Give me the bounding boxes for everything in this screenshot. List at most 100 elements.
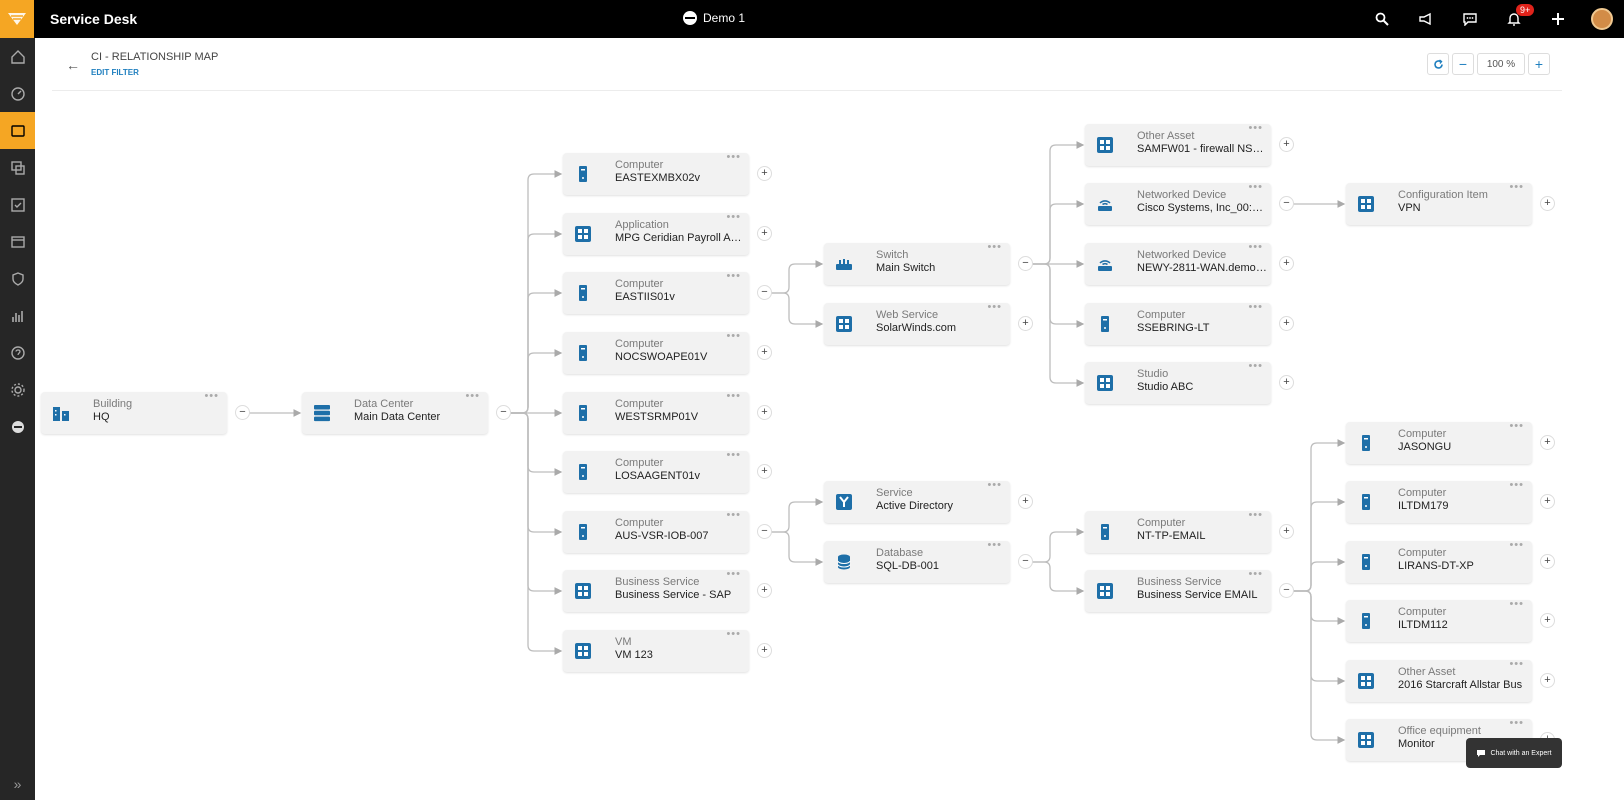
node-menu-icon[interactable]: ••• (726, 211, 741, 223)
expand-node-button[interactable]: + (1279, 256, 1294, 271)
megaphone-icon[interactable] (1404, 0, 1448, 38)
expand-node-button[interactable]: + (1540, 196, 1555, 211)
back-arrow-icon[interactable]: ← (66, 57, 80, 73)
collapse-node-button[interactable]: − (1018, 554, 1033, 569)
expand-node-button[interactable]: + (1279, 137, 1294, 152)
node-menu-icon[interactable]: ••• (1509, 658, 1524, 670)
home-icon[interactable] (0, 38, 35, 75)
node-menu-icon[interactable]: ••• (1509, 598, 1524, 610)
expand-node-button[interactable]: + (1279, 375, 1294, 390)
expand-sidebar-icon[interactable]: » (13, 776, 22, 792)
expand-node-button[interactable]: + (1540, 494, 1555, 509)
expand-node-button[interactable]: + (1018, 494, 1033, 509)
assets-icon[interactable] (0, 149, 35, 186)
account-circle-icon[interactable] (0, 408, 35, 445)
node-menu-icon[interactable]: ••• (1509, 717, 1524, 729)
settings-gear-icon[interactable] (0, 371, 35, 408)
expand-node-button[interactable]: + (1279, 316, 1294, 331)
node-menu-icon[interactable]: ••• (1248, 181, 1263, 193)
collapse-node-button[interactable]: − (1279, 196, 1294, 211)
collapse-node-button[interactable]: − (1279, 583, 1294, 598)
node-menu-icon[interactable]: ••• (1509, 420, 1524, 432)
tickets-icon[interactable] (0, 112, 35, 149)
search-icon[interactable] (1360, 0, 1404, 38)
chat-bubble-icon[interactable] (1448, 0, 1492, 38)
node-menu-icon[interactable]: ••• (726, 270, 741, 282)
node-menu-icon[interactable]: ••• (465, 390, 480, 402)
add-icon[interactable] (1536, 0, 1580, 38)
user-avatar[interactable] (1580, 0, 1624, 38)
node-menu-icon[interactable]: ••• (987, 539, 1002, 551)
node-menu-icon[interactable]: ••• (1248, 568, 1263, 580)
expand-node-button[interactable]: + (1540, 673, 1555, 688)
collapse-node-button[interactable]: − (757, 285, 772, 300)
account-switcher[interactable]: Demo 1 (683, 11, 745, 25)
reports-icon[interactable] (0, 297, 35, 334)
expand-node-button[interactable]: + (1018, 316, 1033, 331)
solarwinds-logo-icon[interactable] (0, 0, 34, 38)
node-menu-icon[interactable]: ••• (1248, 509, 1263, 521)
node-menu-icon[interactable]: ••• (987, 241, 1002, 253)
expand-node-button[interactable]: + (1279, 524, 1294, 539)
expand-node-button[interactable]: + (757, 464, 772, 479)
node-menu-icon[interactable]: ••• (726, 330, 741, 342)
chat-with-expert-button[interactable]: Chat with an Expert (1466, 738, 1562, 768)
node-menu-icon[interactable]: ••• (1248, 241, 1263, 253)
expand-node-button[interactable]: + (1540, 435, 1555, 450)
node-menu-icon[interactable]: ••• (726, 390, 741, 402)
expand-node-button[interactable]: + (757, 583, 772, 598)
collapse-node-button[interactable]: − (235, 405, 250, 420)
node-menu-icon[interactable]: ••• (1248, 122, 1263, 134)
node-menu-icon[interactable]: ••• (726, 151, 741, 163)
expand-node-button[interactable]: + (757, 643, 772, 658)
collapse-node-button[interactable]: − (496, 405, 511, 420)
node-menu-icon[interactable]: ••• (726, 628, 741, 640)
expand-node-button[interactable]: + (757, 345, 772, 360)
node-menu-icon[interactable]: ••• (987, 301, 1002, 313)
node-menu-icon[interactable]: ••• (1509, 539, 1524, 551)
collapse-node-button[interactable]: − (1018, 256, 1033, 271)
expand-node-button[interactable]: + (757, 405, 772, 420)
node-menu-icon[interactable]: ••• (1509, 181, 1524, 193)
expand-node-button[interactable]: + (757, 226, 772, 241)
notifications-bell-icon[interactable]: 9+ (1492, 0, 1536, 38)
node-menu-icon[interactable]: ••• (1248, 360, 1263, 372)
expand-node-button[interactable]: + (1540, 613, 1555, 628)
edit-filter-link[interactable]: EDIT FILTER (91, 68, 139, 77)
node-menu-icon[interactable]: ••• (726, 568, 741, 580)
dashboard-icon[interactable] (0, 75, 35, 112)
catalog-icon[interactable] (0, 223, 35, 260)
expand-node-button[interactable]: + (757, 166, 772, 181)
tasks-icon[interactable] (0, 186, 35, 223)
collapse-node-button[interactable]: − (757, 524, 772, 539)
node-menu-icon[interactable]: ••• (987, 479, 1002, 491)
node-menu-icon[interactable]: ••• (1509, 479, 1524, 491)
node-menu-icon[interactable]: ••• (726, 449, 741, 461)
node-menu-icon[interactable]: ••• (204, 390, 219, 402)
